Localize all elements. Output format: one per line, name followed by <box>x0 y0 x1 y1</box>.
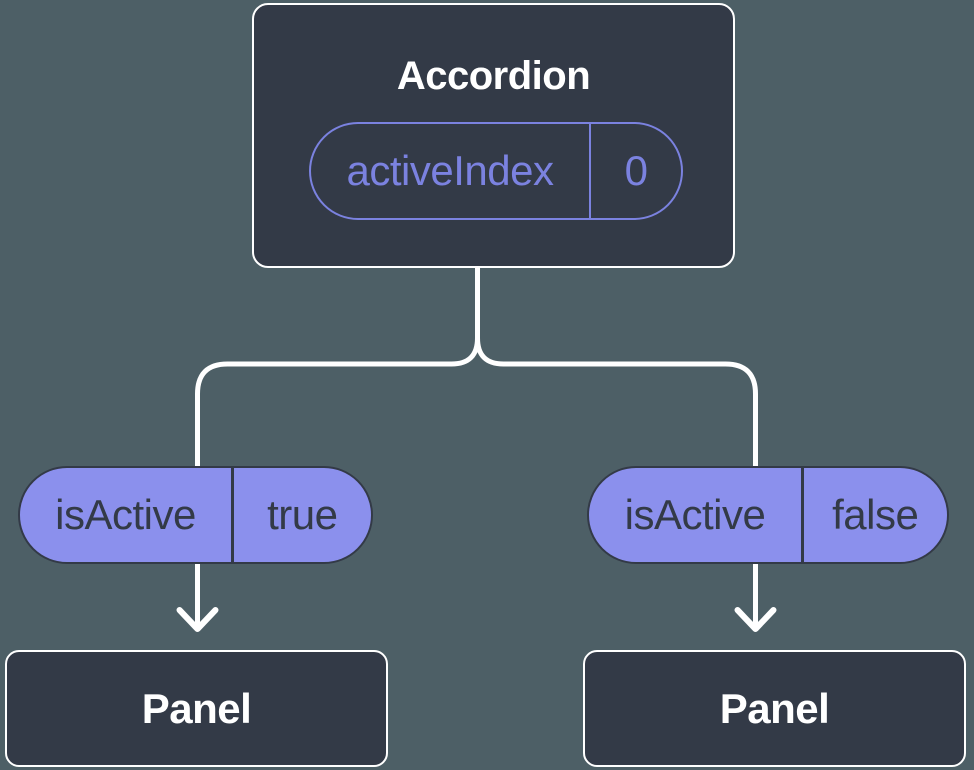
state-value-label: false <box>832 491 919 538</box>
state-name-label: isActive <box>624 491 766 538</box>
pill-divider <box>231 468 234 562</box>
arrow-head-left-icon <box>176 607 219 632</box>
pill-divider <box>589 124 591 218</box>
accordion-title: Accordion <box>396 54 591 98</box>
pill-divider <box>801 468 804 562</box>
is-active-pill-right: isActive false <box>587 466 949 564</box>
panel-node-left: Panel <box>5 650 388 767</box>
panel-title: Panel <box>141 684 252 732</box>
active-index-prop-pill: activeIndex 0 <box>309 122 683 220</box>
branch-line-right <box>475 262 758 473</box>
state-value-label: true <box>267 491 338 538</box>
panel-node-right: Panel <box>583 650 966 767</box>
arrow-head-right-icon <box>734 607 777 632</box>
state-name-label: isActive <box>55 491 196 538</box>
branch-line-left <box>195 262 480 473</box>
prop-value-label: 0 <box>624 147 648 194</box>
accordion-node: Accordion activeIndex 0 <box>252 3 735 268</box>
prop-name-label: activeIndex <box>346 147 554 194</box>
is-active-pill-left: isActive true <box>18 466 373 564</box>
panel-title: Panel <box>719 684 830 732</box>
